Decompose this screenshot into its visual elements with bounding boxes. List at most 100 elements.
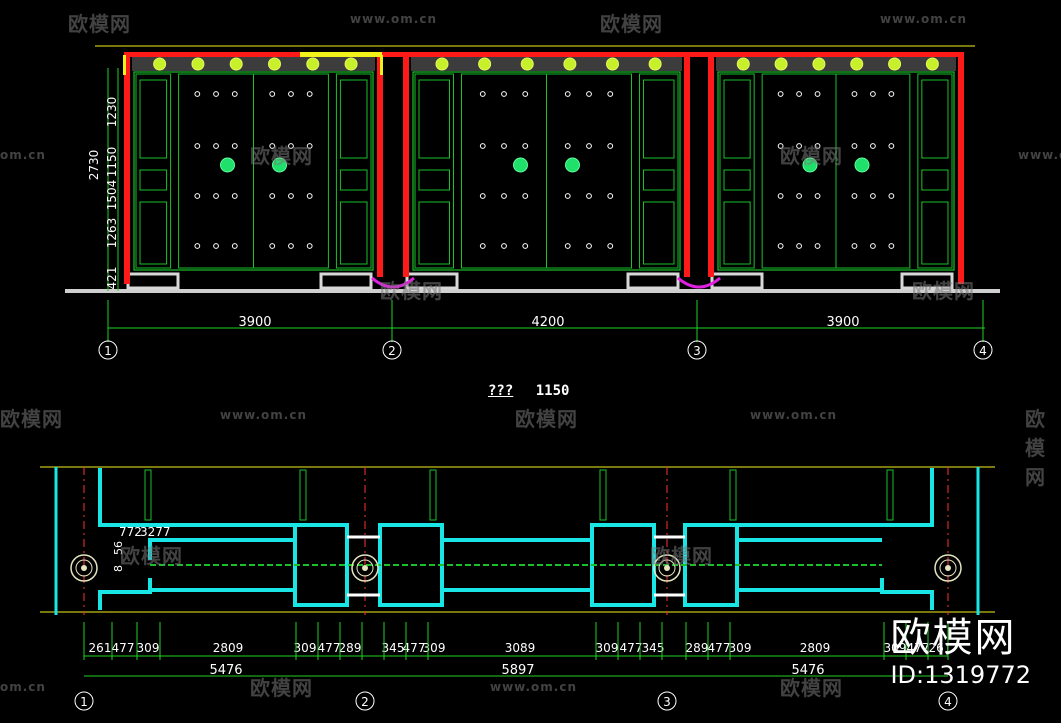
side-panel-outline: [135, 73, 172, 269]
door-stud: [522, 243, 529, 249]
base-block-left: [710, 272, 764, 290]
door-stud: [522, 91, 529, 97]
carved-frieze: [132, 57, 375, 71]
plan-medallion-2: [351, 554, 379, 582]
side-panel-outline: [414, 73, 454, 269]
door-knocker-left: [513, 157, 528, 173]
plan-detail-dim: 477: [112, 641, 135, 655]
base-block-right: [319, 272, 373, 290]
side-panel-outline: [335, 73, 372, 269]
door-stud: [213, 143, 219, 149]
door-leaf-left: [178, 73, 254, 269]
brand-id: ID:1319772: [890, 661, 1031, 689]
door-stud: [851, 193, 858, 199]
door-stud: [607, 143, 614, 149]
side-panel-upper: [921, 79, 949, 159]
door-knocker-left: [220, 157, 235, 173]
watermark-logo-12: 欧模网: [250, 676, 313, 700]
axis-label-1: 1: [104, 344, 112, 358]
door-stud: [479, 91, 486, 97]
side-panel-outline: [639, 73, 679, 269]
plan-wall-right-upper: [737, 468, 934, 527]
side-panel-right: [335, 73, 372, 269]
vdim-421: 421: [105, 267, 119, 290]
watermark-logo-9: 欧模网: [1025, 407, 1046, 489]
base-block-right: [900, 272, 954, 290]
door-stud: [501, 193, 507, 199]
plan-mullion-6: [886, 469, 894, 521]
door-stud: [796, 193, 802, 199]
plan-detail-dim: 477: [708, 641, 731, 655]
pillar-right: [958, 52, 964, 284]
door-stud: [231, 243, 238, 249]
rosette-ornament: [648, 57, 662, 71]
plan-mullion-1: [144, 469, 152, 521]
door-stud: [888, 143, 895, 149]
rosette-ornament: [306, 57, 320, 71]
side-panel-left: [135, 73, 172, 269]
watermark-logo-10: 欧模网: [120, 544, 183, 568]
door-stud: [479, 243, 486, 249]
plan-detail-dim: 477: [620, 641, 643, 655]
door-knocker-right: [272, 157, 287, 173]
door-stud: [607, 243, 614, 249]
brand-logo-text: 欧模网: [890, 615, 1017, 661]
door-stud: [870, 193, 876, 199]
plan-dim-ticks: [83, 622, 949, 660]
rosette-ornament: [774, 57, 788, 71]
watermark-url-6: www.om.cn: [750, 408, 838, 422]
door-stud: [306, 91, 313, 97]
door-stud: [522, 193, 529, 199]
watermark-logo-13: 欧模网: [780, 676, 843, 700]
door-stud: [479, 193, 486, 199]
elevation-drawing: 1230 1150 1504 1263 421 2730 3900 4200 3…: [65, 45, 1000, 360]
rosette-ornament: [563, 57, 577, 71]
plan-axis-bubble-2: [355, 691, 375, 711]
side-panel-lower: [723, 201, 751, 265]
door-stud: [777, 243, 784, 249]
side-panel-middle: [418, 169, 450, 191]
axis-label-3: 3: [693, 344, 701, 358]
plan-detail-dim: 309: [294, 641, 317, 655]
plan-detail-dim: 261: [929, 641, 952, 655]
vdim-1150: 1150: [105, 147, 119, 178]
plan-axis-label-3: 3: [663, 695, 671, 709]
door-stud: [870, 243, 876, 249]
door-stud: [564, 143, 571, 149]
carved-frieze: [411, 57, 682, 71]
door-knocker-right: [565, 157, 580, 173]
plan-mullion-5: [729, 469, 737, 521]
carved-frieze: [716, 57, 956, 71]
door-stud: [814, 243, 821, 249]
rosette-ornament: [344, 57, 358, 71]
door-stud: [306, 193, 313, 199]
span-dimensions: 3900 4200 3900: [108, 315, 985, 330]
door-stud: [777, 193, 784, 199]
plan-mullion-2: [299, 469, 307, 521]
side-panel-left: [414, 73, 454, 269]
door-stud: [586, 91, 592, 97]
door-stud: [288, 143, 294, 149]
axis-label-2: 2: [388, 344, 396, 358]
plan-detail-dim: 2809: [213, 641, 244, 655]
rosette-ornament: [850, 57, 864, 71]
vdim-1504: 1504: [105, 180, 119, 211]
plan-walls: [70, 468, 962, 610]
plan-detail-dim: 477: [907, 641, 930, 655]
pillar-axis-2b: [403, 52, 409, 277]
side-panel-middle: [339, 169, 368, 191]
plan-detail-dim: 309: [729, 641, 752, 655]
yellow-post: [123, 55, 126, 75]
panel-frame: [133, 71, 374, 271]
bay-1: [126, 57, 375, 290]
plan-medallion-inner-3: [658, 559, 676, 577]
door-stud: [213, 243, 219, 249]
rosette-ornament: [520, 57, 534, 71]
plan-medallion-inner-4: [939, 559, 957, 577]
plan-left-dim-b: 56: [112, 541, 125, 555]
door-stud: [814, 143, 821, 149]
bay-2: [405, 57, 682, 290]
